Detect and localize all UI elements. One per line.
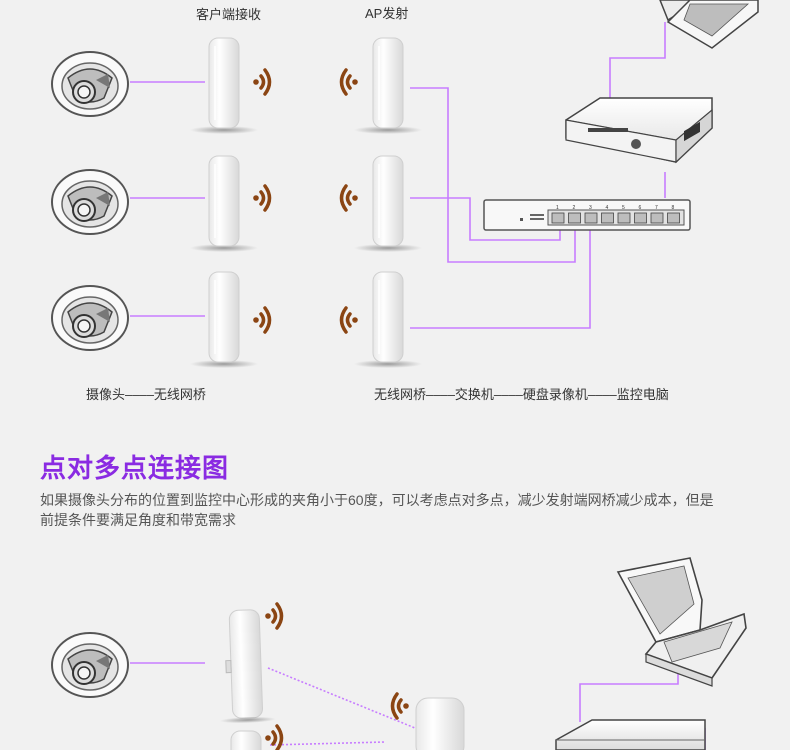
link-lines-top — [130, 22, 666, 329]
dome-camera-icon — [51, 285, 129, 351]
switch-port-number: 8 — [672, 205, 675, 211]
ap-transmit-label: AP发射 — [365, 6, 409, 21]
switch-port-number: 1 — [556, 205, 559, 211]
switch-port — [551, 212, 565, 224]
ap-bridge-icon — [353, 37, 423, 135]
camera-bridge-caption: 摄像头––––无线网桥 — [86, 387, 206, 402]
client-bridge-icon — [219, 609, 276, 724]
signal-wave-icon — [251, 68, 272, 96]
switch-port — [568, 212, 581, 224]
client-bridge-icon — [189, 155, 259, 253]
section-description: 如果摄像头分布的位置到监控中心形成的夹角小于60度，可以考虑点对多点，减少发射端… — [40, 492, 714, 528]
network-switch-icon: 1 2 3 4 5 6 7 8 — [483, 199, 691, 231]
signal-wave-icon — [339, 306, 360, 334]
switch-port — [667, 212, 680, 224]
switch-port-number: 6 — [639, 205, 642, 211]
signal-wave-icon — [339, 184, 360, 212]
switch-port — [584, 212, 598, 224]
dome-camera-icon — [51, 169, 129, 235]
switch-port-number: 7 — [655, 205, 658, 211]
client-bridge-icon — [230, 730, 262, 750]
signal-wave-icon — [263, 602, 284, 630]
dome-camera-icon — [51, 632, 129, 698]
switch-port-number: 5 — [622, 205, 625, 211]
laptop-icon — [616, 557, 747, 687]
dvr-recorder-icon — [555, 719, 706, 750]
signal-wave-icon — [339, 68, 360, 96]
switch-port-number: 2 — [573, 205, 576, 211]
switch-port — [601, 212, 614, 224]
laptop-icon — [659, 0, 759, 49]
signal-wave-icon — [263, 724, 284, 750]
switch-port — [617, 212, 631, 224]
switch-port — [650, 212, 664, 224]
dvr-recorder-icon — [565, 97, 713, 164]
switch-port — [634, 212, 647, 224]
ap-bridge-icon — [353, 271, 423, 369]
signal-wave-icon — [251, 306, 272, 334]
dome-camera-icon — [51, 51, 129, 117]
ap-bridge-icon — [415, 697, 465, 750]
client-bridge-icon — [189, 37, 259, 135]
section-title: 点对多点连接图 — [40, 453, 230, 483]
signal-wave-icon — [390, 692, 411, 720]
client-bridge-icon — [189, 271, 259, 369]
ap-bridge-icon — [353, 155, 423, 253]
client-receive-label: 客户端接收 — [196, 7, 262, 22]
switch-port-number: 4 — [606, 205, 609, 211]
bridge-switch-dvr-pc-caption: 无线网桥––––交换机––––硬盘录像机––––监控电脑 — [374, 387, 669, 402]
switch-port-number: 3 — [589, 205, 592, 211]
signal-wave-icon — [251, 184, 272, 212]
